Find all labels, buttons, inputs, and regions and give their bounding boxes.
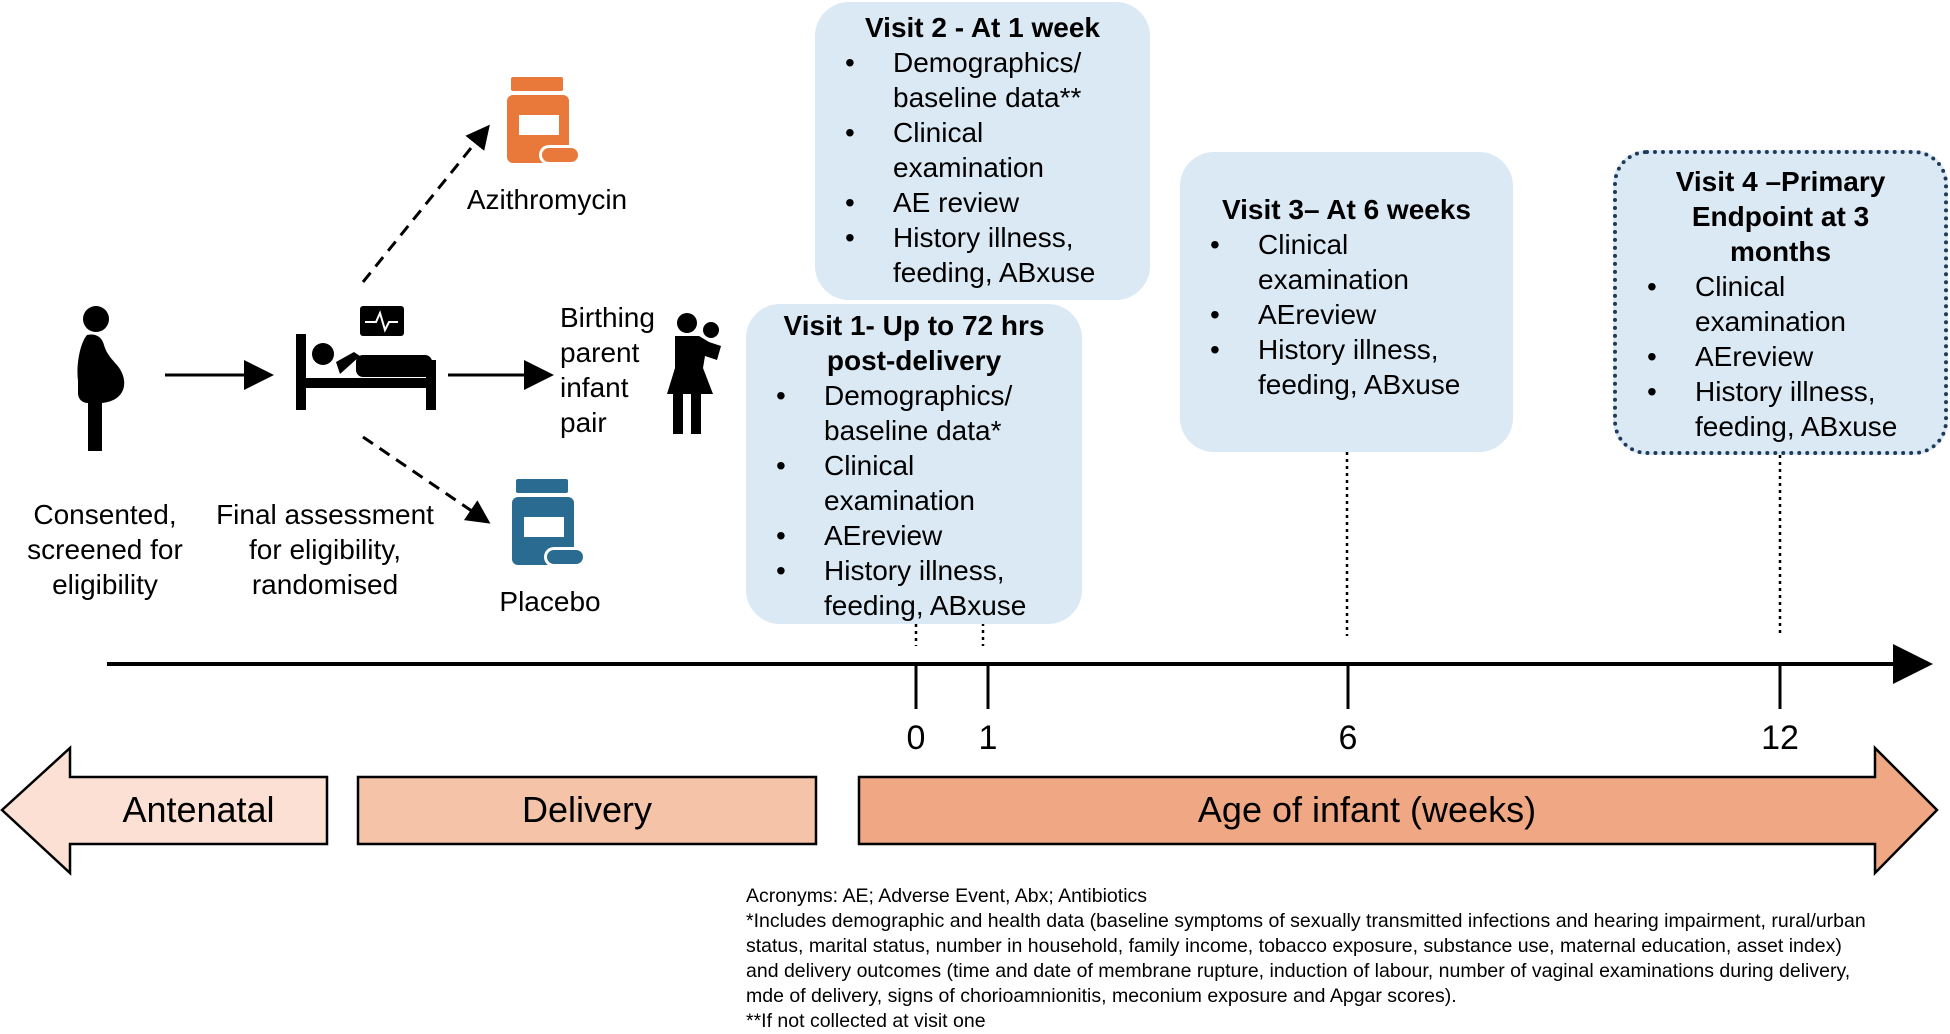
arrow-to-placebo bbox=[362, 435, 491, 524]
delivery-band bbox=[356, 775, 818, 846]
visit-3-item: AEreview bbox=[1180, 297, 1513, 332]
tick-label: 0 bbox=[906, 719, 926, 757]
visit-2-item: Clinical examination bbox=[815, 115, 1150, 185]
age-arrow bbox=[857, 745, 1939, 877]
azithromycin-label: Azithromycin bbox=[466, 184, 628, 215]
timeline-tick-marks bbox=[914, 664, 1782, 709]
visit-4-item: History illness, feeding, ABxuse bbox=[1617, 374, 1944, 444]
placebo-label: Placebo bbox=[499, 586, 601, 617]
arrow-to-azithromycin bbox=[361, 124, 490, 283]
visit-3-title: Visit 3– At 6 weeks bbox=[1221, 194, 1472, 225]
visit-4-item: AEreview bbox=[1617, 339, 1944, 374]
visit-3-box: Visit 3– At 6 weeks Clinical examination… bbox=[1180, 152, 1513, 452]
visit-2-title: Visit 2 - At 1 week bbox=[865, 12, 1100, 43]
visit-1-item: AEreview bbox=[746, 518, 1082, 553]
visit-4-item: Clinical examination bbox=[1617, 269, 1944, 339]
acronyms-note: Acronyms: AE; Adverse Event, Abx; Antibi… bbox=[746, 885, 1148, 907]
footnote-double-asterisk: **If not collected at visit one bbox=[746, 1010, 986, 1032]
visit-1-item: History illness, feeding, ABxuse bbox=[746, 553, 1082, 623]
visit-1-title: Visit 1- Up to 72 hrs post-delivery bbox=[783, 310, 1045, 376]
visit-3-item: Clinical examination bbox=[1180, 227, 1513, 297]
tick-label: 1 bbox=[978, 719, 998, 757]
visit-2-item: AE review bbox=[815, 185, 1150, 220]
visit-1-box: Visit 1- Up to 72 hrs post-delivery Demo… bbox=[746, 304, 1082, 624]
delivery-label: Delivery bbox=[521, 789, 653, 830]
pregnant-person-icon bbox=[77, 306, 125, 451]
antenatal-arrow bbox=[0, 745, 329, 876]
randomise-label: Final assessment for eligibility, random… bbox=[216, 499, 434, 600]
visit-2-item: History illness, feeding, ABxuse bbox=[815, 220, 1150, 290]
visit-4-title: Visit 4 –Primary Endpoint at 3 months bbox=[1675, 166, 1886, 267]
visit-2-box: Visit 2 - At 1 week Demographics/ baseli… bbox=[815, 2, 1150, 300]
visit-4-box: Visit 4 –Primary Endpoint at 3 months Cl… bbox=[1613, 150, 1948, 455]
visit-3-item: History illness, feeding, ABxuse bbox=[1180, 332, 1513, 402]
placebo-bottle-icon bbox=[512, 479, 586, 567]
consent-label: Consented, screened for eligibility bbox=[27, 499, 183, 600]
tick-label: 6 bbox=[1338, 719, 1358, 757]
antenatal-label: Antenatal bbox=[122, 789, 275, 830]
visit-1-item: Clinical examination bbox=[746, 448, 1082, 518]
age-label: Age of infant (weeks) bbox=[1197, 789, 1537, 830]
parent-infant-icon bbox=[667, 313, 721, 434]
footnote-single-asterisk: *Includes demographic and health data (b… bbox=[746, 910, 1866, 1007]
visit-1-item: Demographics/ baseline data* bbox=[746, 378, 1082, 448]
azithromycin-bottle-icon bbox=[507, 77, 581, 165]
tick-label: 12 bbox=[1761, 719, 1799, 757]
hospital-bed-icon bbox=[296, 306, 436, 410]
notes-block: Acronyms: AE; Adverse Event, Abx; Antibi… bbox=[746, 884, 1876, 1034]
phase-bands bbox=[0, 745, 1939, 877]
visit-2-item: Demographics/ baseline data** bbox=[815, 45, 1150, 115]
pair-label: Birthing parent infant pair bbox=[560, 302, 655, 438]
